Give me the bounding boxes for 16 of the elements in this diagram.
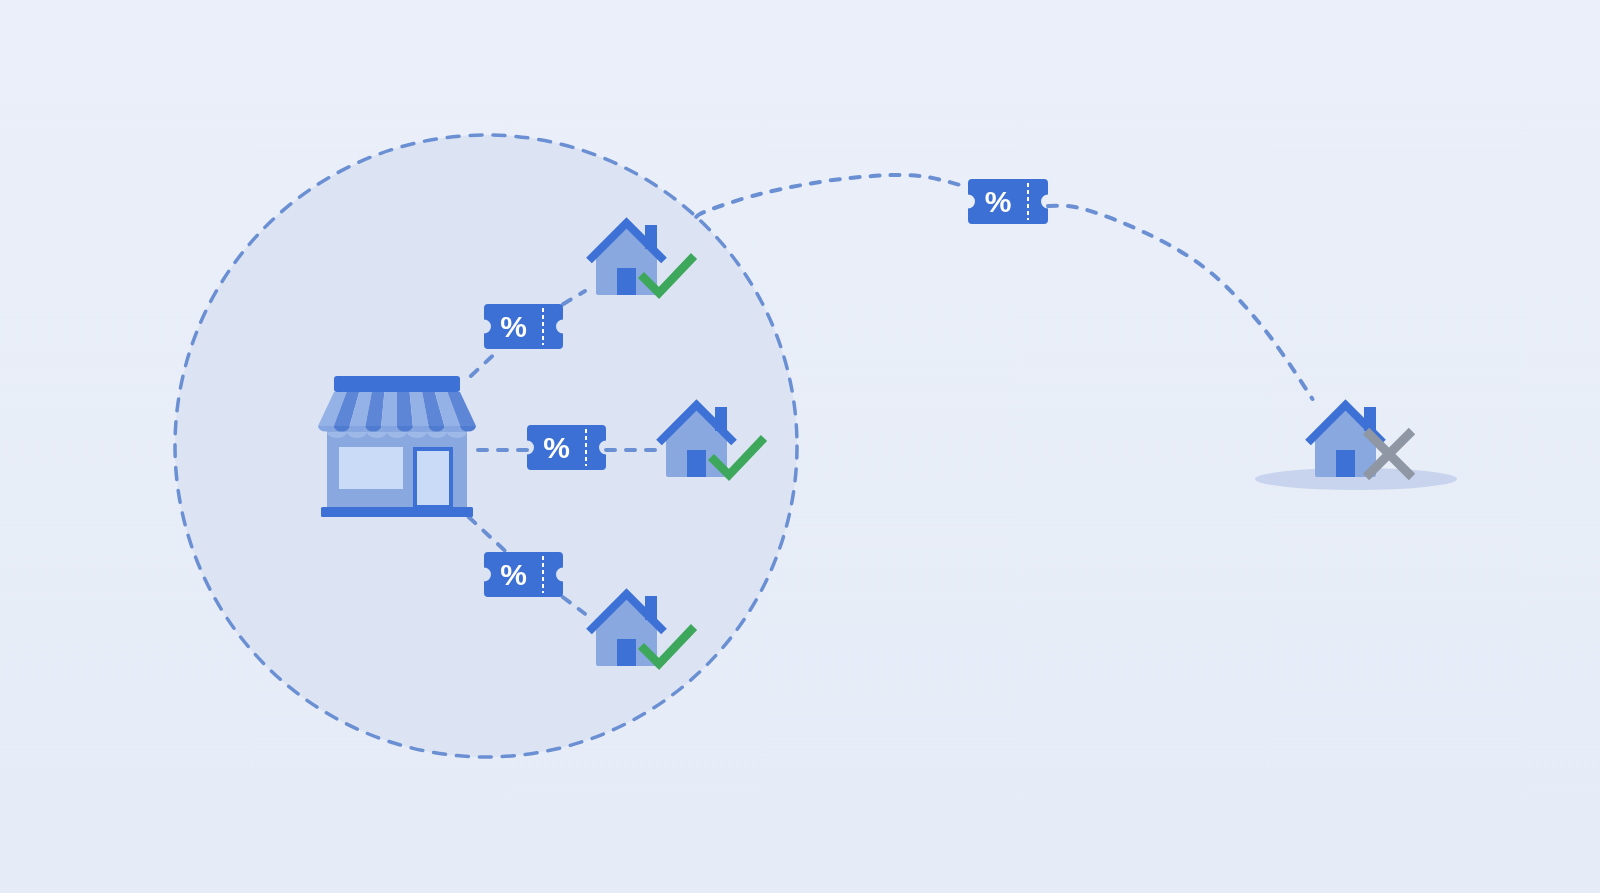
coupon-ticket (527, 425, 606, 470)
dashed-connector (476, 448, 529, 452)
coupon-ticket (968, 179, 1048, 224)
house-icon (1304, 399, 1387, 477)
dashed-connector (561, 289, 587, 307)
dashed-connector (560, 595, 587, 616)
discount-label: % (500, 559, 527, 590)
discount-label: % (500, 311, 527, 342)
coupon-ticket (484, 552, 563, 597)
dashed-connector (1046, 203, 1315, 401)
discount-label: % (984, 186, 1012, 217)
discount-label: % (543, 432, 570, 463)
dashed-connector (604, 448, 657, 452)
coverage-circle (173, 133, 799, 759)
coupon-ticket (484, 304, 563, 349)
dashed-connector (466, 515, 509, 554)
